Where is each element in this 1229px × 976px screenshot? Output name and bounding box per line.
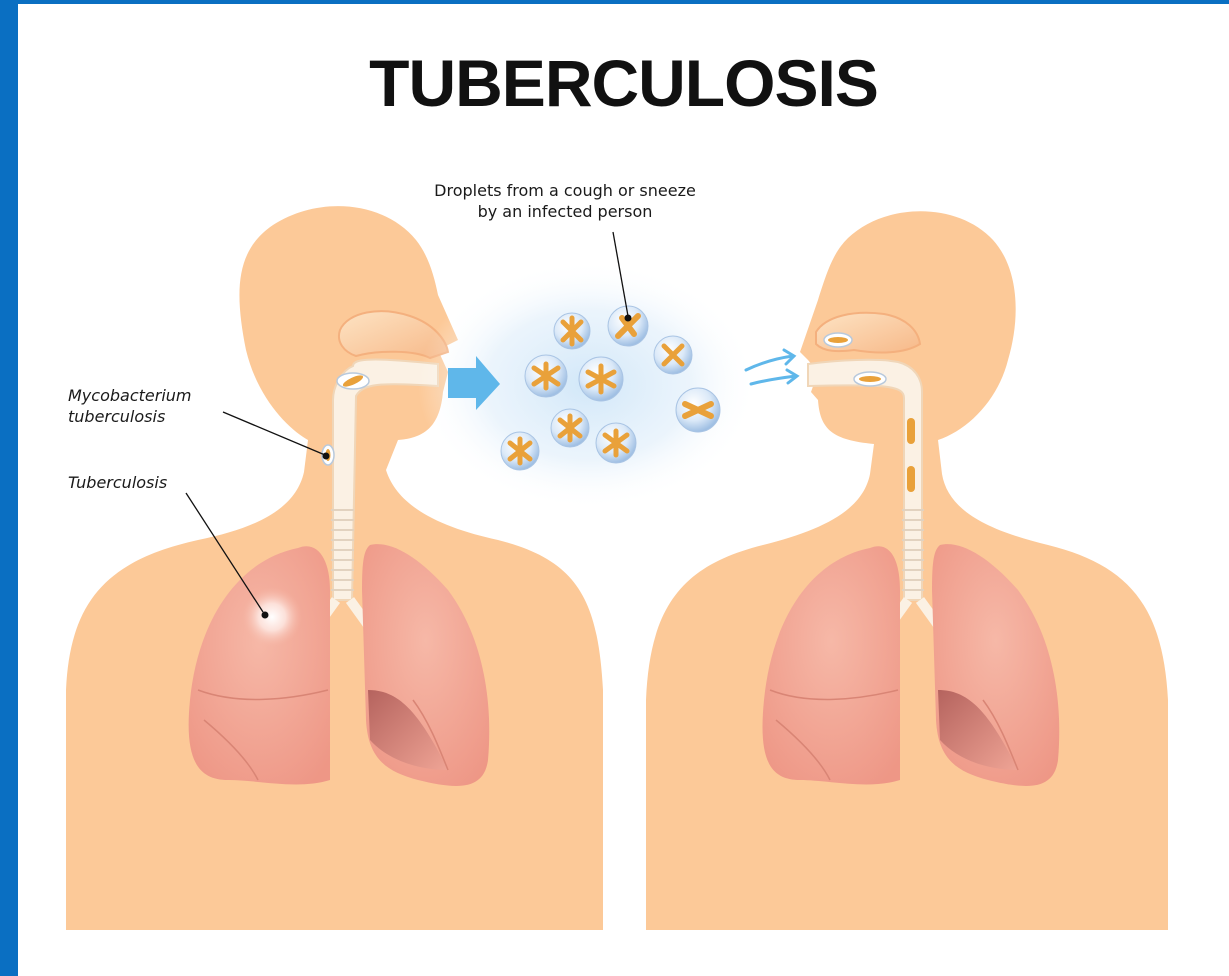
droplets-label: Droplets from a cough or sneeze by an in… bbox=[420, 180, 710, 222]
droplet bbox=[554, 313, 590, 349]
mycobacterium-label-line1: Mycobacterium bbox=[68, 385, 268, 406]
illustration-panel: TUBERCULOSIS bbox=[18, 0, 1229, 976]
myco-leader-dot bbox=[323, 453, 330, 460]
droplets-leader-dot bbox=[625, 315, 632, 322]
droplet bbox=[551, 409, 589, 447]
exposed-trachea-bacterium bbox=[907, 418, 915, 444]
droplet bbox=[579, 357, 623, 401]
droplet bbox=[654, 336, 692, 374]
tb-leader-dot bbox=[262, 612, 269, 619]
droplet bbox=[596, 423, 636, 463]
droplet bbox=[525, 355, 567, 397]
exposed-mouth-bacterium-rod bbox=[859, 376, 881, 382]
droplet-cloud bbox=[418, 260, 758, 510]
exposed-nose-bacterium-rod bbox=[828, 337, 848, 343]
mycobacterium-label-line2: tuberculosis bbox=[68, 406, 268, 427]
inhale-arrow-icon bbox=[751, 370, 797, 384]
droplet bbox=[676, 388, 720, 432]
droplets-label-line1: Droplets from a cough or sneeze bbox=[420, 180, 710, 201]
droplet bbox=[501, 432, 539, 470]
droplets-label-line2: by an infected person bbox=[420, 201, 710, 222]
mycobacterium-label: Mycobacterium tuberculosis bbox=[68, 385, 268, 427]
droplet bbox=[608, 306, 648, 346]
exposed-trachea-bacterium bbox=[907, 466, 915, 492]
tuberculosis-lesion bbox=[242, 587, 302, 647]
tuberculosis-label: Tuberculosis bbox=[68, 472, 268, 493]
